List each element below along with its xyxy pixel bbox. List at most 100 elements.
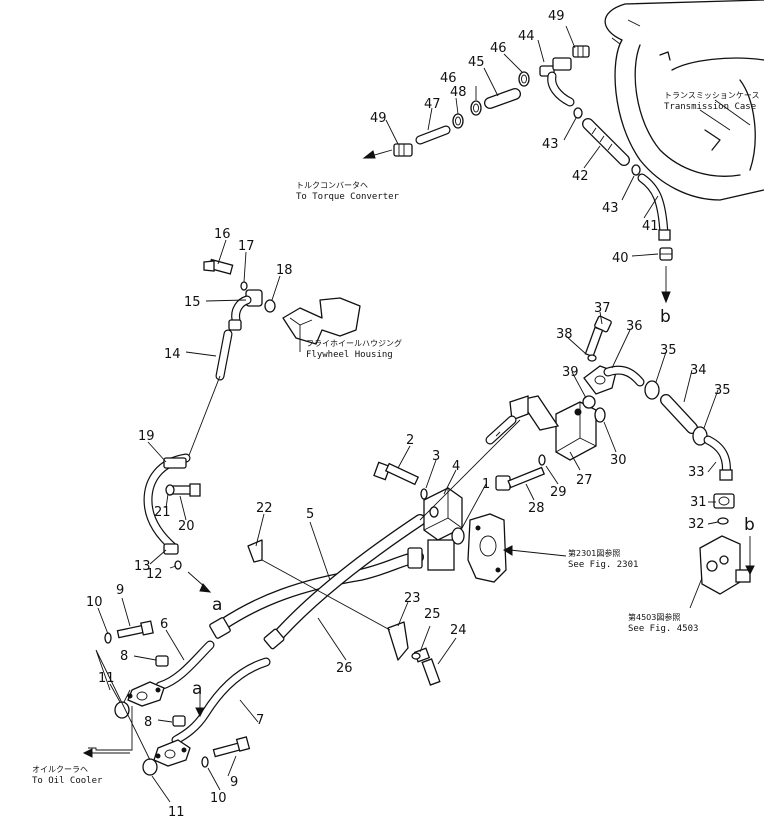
callout-labels: トランスミッションケース Transmission Case トルクコンバータヘ… (32, 91, 759, 786)
oring-39 (582, 395, 596, 409)
part-number: 36 (626, 319, 643, 334)
part-number: 32 (688, 517, 705, 532)
part-number: 42 (572, 169, 589, 184)
fig2301-jp: 第2301図参照 (568, 548, 620, 558)
connection-letter-b: b (660, 307, 671, 327)
part-number: 26 (336, 661, 353, 676)
part-number: 25 (424, 607, 441, 622)
part-number: 24 (450, 623, 467, 638)
clamp-46-upper (518, 71, 530, 87)
part-number: 18 (276, 263, 293, 278)
flywheel-housing-en: Flywheel Housing (306, 350, 393, 360)
part-number: 10 (210, 791, 227, 806)
valve-4 (423, 487, 463, 571)
washer-29 (538, 454, 546, 466)
pipe-6 (127, 640, 215, 707)
part-number: 27 (576, 473, 593, 488)
part-number: 35 (714, 383, 731, 398)
part-number: 15 (184, 295, 201, 310)
part-number: 11 (98, 671, 115, 686)
oring-43-lower (631, 164, 641, 176)
part-number: 7 (256, 713, 264, 728)
fig4503-en: See Fig. 4503 (628, 624, 698, 634)
transmission-case-en: Transmission Case (664, 102, 756, 112)
part-number: 16 (214, 227, 231, 242)
fitting-49-left (393, 143, 413, 157)
washer-10-upper (104, 632, 112, 644)
elbow-36 (583, 365, 645, 395)
oring-11-upper (114, 701, 130, 719)
fig2301-en: See Fig. 2301 (568, 560, 638, 570)
flywheel-housing-group (203, 258, 361, 352)
connection-letter-a: a (212, 595, 222, 615)
part-number: 28 (528, 501, 545, 516)
connection-letters: a a b b (192, 307, 755, 699)
tube-14 (215, 319, 242, 381)
left-line (143, 375, 221, 593)
oil-cooler-en: To Oil Cooler (32, 776, 103, 786)
part-number: 8 (120, 649, 128, 664)
part-number: 12 (146, 567, 163, 582)
connection-letter-a: a (192, 679, 202, 699)
part-number: 8 (144, 715, 152, 730)
clamp-46-lower (470, 100, 482, 116)
torque-converter-jp: トルクコンバータヘ (296, 181, 368, 190)
part-number: 10 (86, 595, 103, 610)
part-number: 39 (562, 365, 579, 380)
bracket-27 (485, 395, 597, 461)
hose-26 (263, 514, 426, 650)
washer-10-lower (201, 756, 209, 768)
part-number: 35 (660, 343, 677, 358)
oring-43-upper (573, 107, 583, 119)
bolt-9-lower (212, 736, 251, 758)
bolt-2 (373, 461, 420, 486)
part-number: 9 (230, 775, 238, 790)
part-number: 5 (306, 507, 314, 522)
fitting-40 (659, 247, 673, 261)
part-number: 11 (168, 805, 185, 820)
part-number: 49 (548, 9, 565, 24)
hose-45 (484, 88, 521, 109)
part-number-labels: 1 2 3 4 5 6 7 8 8 9 9 10 10 11 11 12 13 … (86, 9, 731, 820)
valve-2301 (467, 513, 507, 583)
part-number: 13 (134, 559, 151, 574)
part-number: 19 (138, 429, 155, 444)
hose-42 (582, 118, 630, 166)
part-number: 43 (542, 137, 559, 152)
torque-converter-en: To Torque Converter (296, 192, 400, 202)
part-number: 46 (490, 41, 507, 56)
part-number: 20 (178, 519, 195, 534)
bolt-24 (411, 647, 441, 686)
part-number: 40 (612, 251, 629, 266)
part-number: 23 (404, 591, 421, 606)
part-number: 3 (432, 449, 440, 464)
transmission-case-jp: トランスミッションケース (664, 91, 759, 100)
nut-31 (713, 493, 735, 509)
elbow-44 (539, 57, 575, 107)
bolt-9-upper (116, 620, 154, 639)
part-number: 14 (164, 347, 181, 362)
part-number: 21 (154, 505, 171, 520)
part-number: 33 (688, 465, 705, 480)
washer-3 (420, 488, 428, 500)
clamp-35-upper (644, 380, 660, 400)
tube-33 (703, 435, 733, 481)
part-number: 37 (594, 301, 611, 316)
oring-11-lower (142, 758, 158, 776)
washer-38 (587, 354, 597, 362)
oring-30 (594, 407, 606, 423)
transmission-case (604, 0, 764, 201)
fitting-49-right (572, 45, 590, 58)
part-number: 49 (370, 111, 387, 126)
valve-4503 (699, 535, 751, 595)
clamp-48 (452, 113, 464, 129)
part-number: 48 (450, 85, 467, 100)
part-number: 44 (518, 29, 535, 44)
tube-47 (415, 125, 451, 145)
upper-line-assembly (362, 45, 673, 304)
part-number: 22 (256, 501, 273, 516)
part-number: 38 (556, 327, 573, 342)
fitting-8-upper (155, 655, 169, 667)
part-number: 34 (690, 363, 707, 378)
